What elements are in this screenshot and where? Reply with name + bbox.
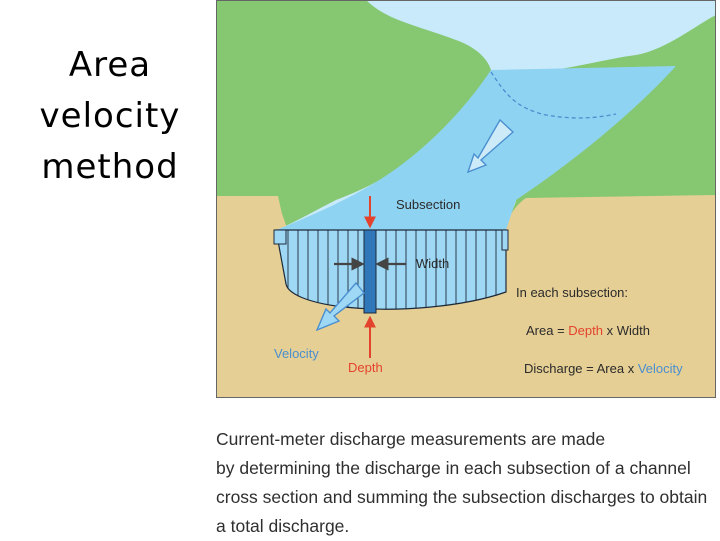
area-formula-lhs: Area = xyxy=(526,323,568,338)
area-formula: Area = Depth x Width xyxy=(526,323,650,338)
area-formula-op: x xyxy=(603,323,617,338)
caption-line: a total discharge. xyxy=(216,516,350,536)
channel-cross-section xyxy=(275,229,507,310)
slide-title-line: method xyxy=(41,147,179,187)
bank-edge xyxy=(273,229,287,245)
river-far xyxy=(276,66,676,230)
velocity-label: Velocity xyxy=(274,346,319,361)
slide-title-line: Area xyxy=(68,45,152,85)
discharge-formula: Discharge = Area x Velocity xyxy=(524,361,683,376)
slide-title: Area velocity method xyxy=(10,40,210,193)
river-cross-section-diagram: Subsection Width Velocity Depth In each … xyxy=(216,0,716,398)
subsection-label: Subsection xyxy=(396,197,460,212)
figure-caption: Current-meter discharge measurements are… xyxy=(216,425,716,541)
width-label: Width xyxy=(416,256,449,271)
bank-edge xyxy=(501,229,509,251)
flow-arrow-icon xyxy=(466,118,515,174)
discharge-formula-velocity: Velocity xyxy=(638,361,683,376)
caption-line: cross section and summing the subsection… xyxy=(216,487,708,507)
discharge-formula-op: x xyxy=(624,361,638,376)
left-hill xyxy=(216,0,491,230)
caption-line: by determining the discharge in each sub… xyxy=(216,458,691,478)
soil xyxy=(216,196,286,232)
riverbed-dashed-line xyxy=(490,71,617,119)
soil xyxy=(506,195,716,232)
velocity-arrow-icon xyxy=(315,281,365,332)
area-formula-depth: Depth xyxy=(568,323,603,338)
slide-title-line: velocity xyxy=(39,96,181,136)
caption-line: Current-meter discharge measurements are… xyxy=(216,429,606,449)
highlighted-subsection xyxy=(363,229,377,314)
area-formula-width: Width xyxy=(617,323,650,338)
depth-label: Depth xyxy=(348,360,383,375)
formula-heading: In each subsection: xyxy=(516,285,628,300)
discharge-formula-area: Area xyxy=(597,361,625,376)
diagram-frame xyxy=(216,0,716,398)
discharge-formula-lhs: Discharge = xyxy=(524,361,597,376)
